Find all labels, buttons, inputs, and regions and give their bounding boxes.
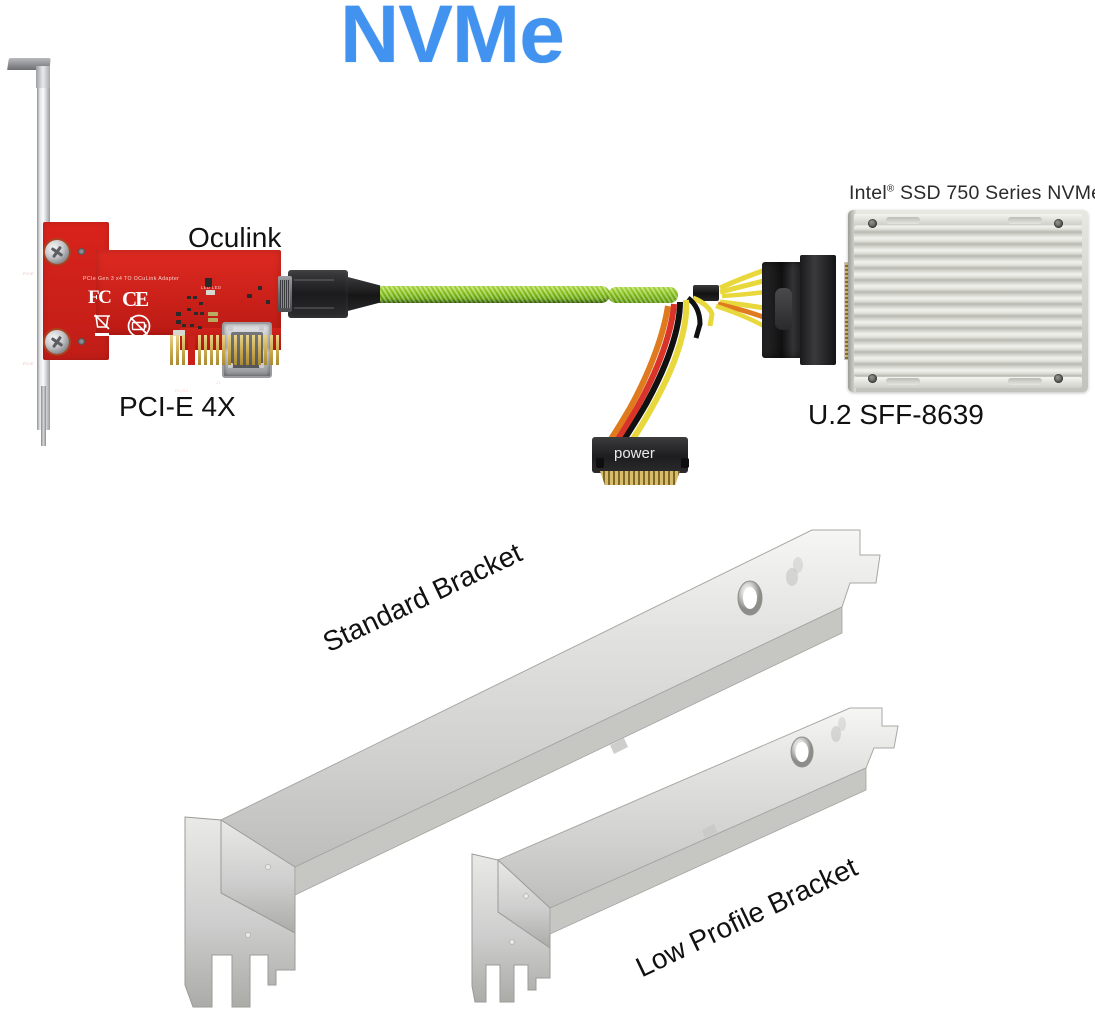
socket-pad bbox=[228, 363, 233, 368]
sff-8639-connector-head bbox=[800, 255, 836, 365]
smd-component bbox=[200, 312, 204, 315]
ssd-screw-hole bbox=[1054, 374, 1063, 383]
ssd-vent-slot bbox=[1008, 378, 1042, 385]
pcb-silkscreen-j1: J1 bbox=[216, 380, 222, 385]
no-battery-icon bbox=[126, 313, 152, 339]
card-bracket-tip bbox=[36, 66, 50, 88]
pcb-main-section bbox=[96, 250, 281, 335]
socket-pad bbox=[259, 326, 264, 331]
ce-mark-icon: CE bbox=[122, 287, 149, 311]
smd-component bbox=[193, 296, 197, 299]
green-braided-cable bbox=[372, 286, 610, 303]
cable-heatshrink bbox=[693, 285, 719, 301]
oculink-plug-contacts bbox=[278, 276, 292, 312]
card-bracket-foot bbox=[41, 386, 46, 446]
u2-sff8639-label: U.2 SFF-8639 bbox=[808, 399, 984, 430]
ssd-vent-slot bbox=[886, 217, 920, 224]
green-braided-cable-right bbox=[608, 287, 678, 303]
smd-component bbox=[266, 300, 270, 304]
smd-component bbox=[176, 312, 181, 316]
smd-component bbox=[205, 278, 212, 287]
pcb-hole-bottom bbox=[78, 338, 85, 345]
oculink-strain-relief-boot bbox=[344, 276, 380, 312]
ssd-screw-hole bbox=[868, 374, 877, 383]
ssd-screw-hole bbox=[1054, 219, 1063, 228]
mounting-screw-bottom bbox=[45, 330, 69, 354]
power-connector-label: power bbox=[614, 445, 655, 462]
sff-8639-latch bbox=[775, 288, 792, 330]
socket-pad bbox=[228, 326, 233, 331]
pcie-gold-edge-connector bbox=[170, 335, 281, 365]
pcb-silkscreen-model: PCIe Gen 3 x4 TO OCuLink Adapter bbox=[83, 276, 180, 282]
sata-notch-right bbox=[681, 458, 689, 468]
smd-component bbox=[194, 312, 198, 315]
pcb-silkscreen-r1: R1 R2 bbox=[175, 388, 189, 393]
intel-ssd-label: Intel® SSD 750 Series NVMe bbox=[849, 182, 1095, 204]
sata-notch-left bbox=[596, 458, 604, 468]
sata-power-connector bbox=[592, 437, 688, 473]
fcc-mark-icon: FC bbox=[88, 287, 112, 308]
pcie-adapter-card: PCIe Gen 3 x4 TO OCuLink Adapter PCIE PC… bbox=[0, 50, 290, 450]
gold-finger-notch bbox=[188, 335, 195, 365]
smd-component bbox=[208, 318, 218, 322]
ssd-body bbox=[848, 210, 1088, 392]
ssd-top-band bbox=[854, 214, 1082, 225]
oculink-label: Oculink bbox=[188, 222, 282, 253]
smd-component bbox=[187, 296, 191, 299]
smd-component bbox=[182, 324, 186, 327]
smd-component bbox=[198, 326, 202, 329]
smd-component bbox=[173, 330, 185, 336]
oculink-plug-body bbox=[288, 270, 348, 318]
nvme-headline: NVMe bbox=[340, 0, 565, 80]
smd-component bbox=[190, 324, 194, 327]
smd-component bbox=[258, 286, 262, 290]
smd-component bbox=[208, 312, 218, 316]
socket-pad bbox=[259, 363, 264, 368]
ssd-screw-hole bbox=[868, 219, 877, 228]
weee-crossed-bin-icon bbox=[91, 313, 113, 339]
smd-component bbox=[187, 308, 191, 311]
pcb-silkscreen-pcie-top: PCIE bbox=[23, 271, 34, 276]
ssd-bottom-band bbox=[854, 377, 1082, 388]
ssd-vent-slot bbox=[886, 378, 920, 385]
ssd-left-edge bbox=[848, 210, 856, 392]
pcb-hole-top bbox=[78, 248, 85, 255]
smd-component bbox=[206, 290, 215, 295]
mounting-screw-top bbox=[45, 240, 69, 264]
smd-component bbox=[199, 302, 203, 305]
pcie-4x-label: PCI-E 4X bbox=[119, 391, 236, 422]
smd-component bbox=[176, 320, 181, 324]
pcb-silkscreen-led: LED LED bbox=[201, 285, 222, 290]
low-profile-bracket bbox=[471, 707, 899, 1003]
ssd-heat-fins bbox=[854, 226, 1082, 376]
pcb-silkscreen-pcie-bottom: PCIE bbox=[23, 361, 34, 366]
standard-bracket bbox=[184, 529, 881, 1008]
smd-component bbox=[247, 294, 252, 298]
ssd-vent-slot bbox=[1008, 217, 1042, 224]
